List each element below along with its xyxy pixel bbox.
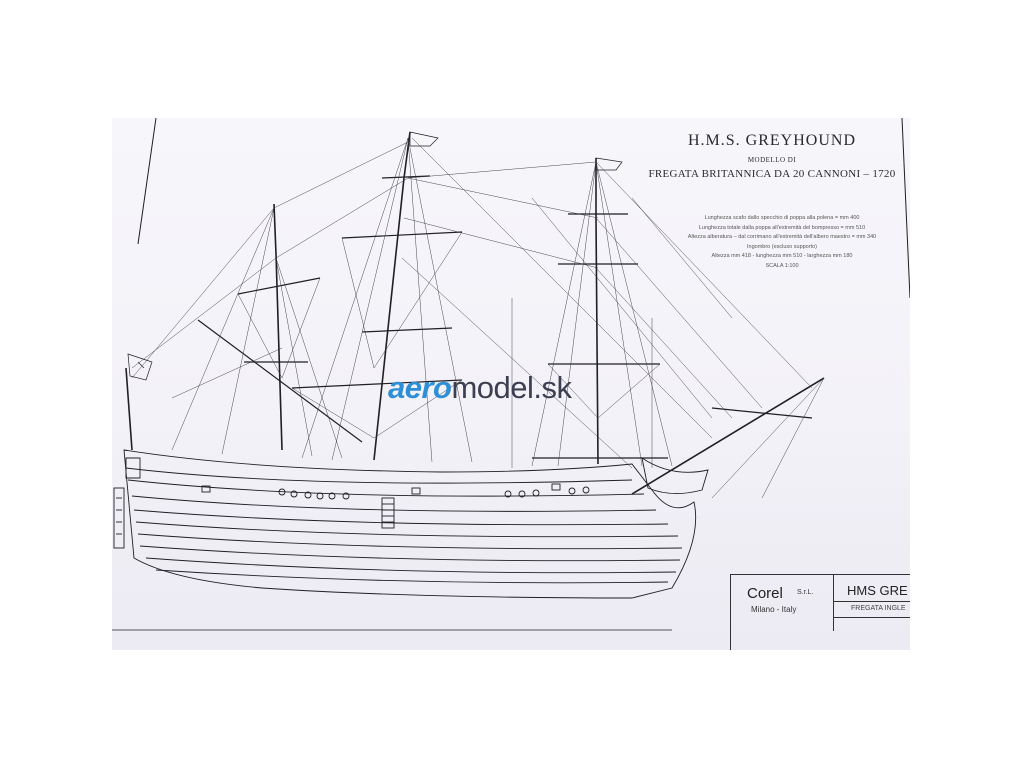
watermark-logo: aeromodel.sk <box>388 370 572 406</box>
flag-main <box>409 131 439 147</box>
watermark-part-1: aero <box>388 370 452 405</box>
hull <box>113 449 709 599</box>
spec-line: Ingombro (escluso supporto) <box>746 243 817 250</box>
title-block: H.M.S. GREYHOUND MODELLO DI FREGATA BRIT… <box>632 128 910 180</box>
flag-stern <box>127 353 153 381</box>
blueprint-sheet: H.M.S. GREYHOUND MODELLO DI FREGATA BRIT… <box>112 118 910 650</box>
rigging <box>131 137 825 499</box>
divider <box>833 601 910 602</box>
flag-fore <box>595 157 623 171</box>
masts <box>125 131 825 495</box>
spec-line: Lunghezza totale dalla poppa all'estremi… <box>698 224 866 231</box>
watermark-part-2: model.sk <box>451 370 572 405</box>
specifications: Lunghezza scafo dallo specchio di poppa … <box>652 214 910 272</box>
divider <box>833 617 910 618</box>
drawing-subtitle: MODELLO DI <box>747 156 797 164</box>
company-location: Milano - Italy <box>751 605 797 614</box>
spec-line: Lunghezza scafo dallo specchio di poppa … <box>704 215 860 221</box>
ship-drawing <box>112 118 910 631</box>
manufacturer-title-block: Corel S.r.L. Milano - Italy HMS GRE FREG… <box>730 574 910 650</box>
spec-line: Altezza alberatura – dal corrimano all'e… <box>687 234 877 241</box>
spec-line: Altezza mm 418 - lunghezza mm 510 - larg… <box>711 253 853 260</box>
drawing-subtitle-2: FREGATA BRITANNICA DA 20 CANNONI – 1720 <box>648 168 896 180</box>
model-name: HMS GRE <box>847 583 908 598</box>
spec-line: SCALA 1:100 <box>765 262 799 269</box>
model-subtitle: FREGATA INGLE <box>851 605 906 612</box>
yards <box>197 175 813 459</box>
company-suffix: S.r.L. <box>797 589 814 596</box>
drawing-title: H.M.S. GREYHOUND <box>687 132 856 149</box>
manufacturer-cell: Corel S.r.L. Milano - Italy <box>731 575 834 631</box>
company-name: Corel <box>747 585 783 602</box>
